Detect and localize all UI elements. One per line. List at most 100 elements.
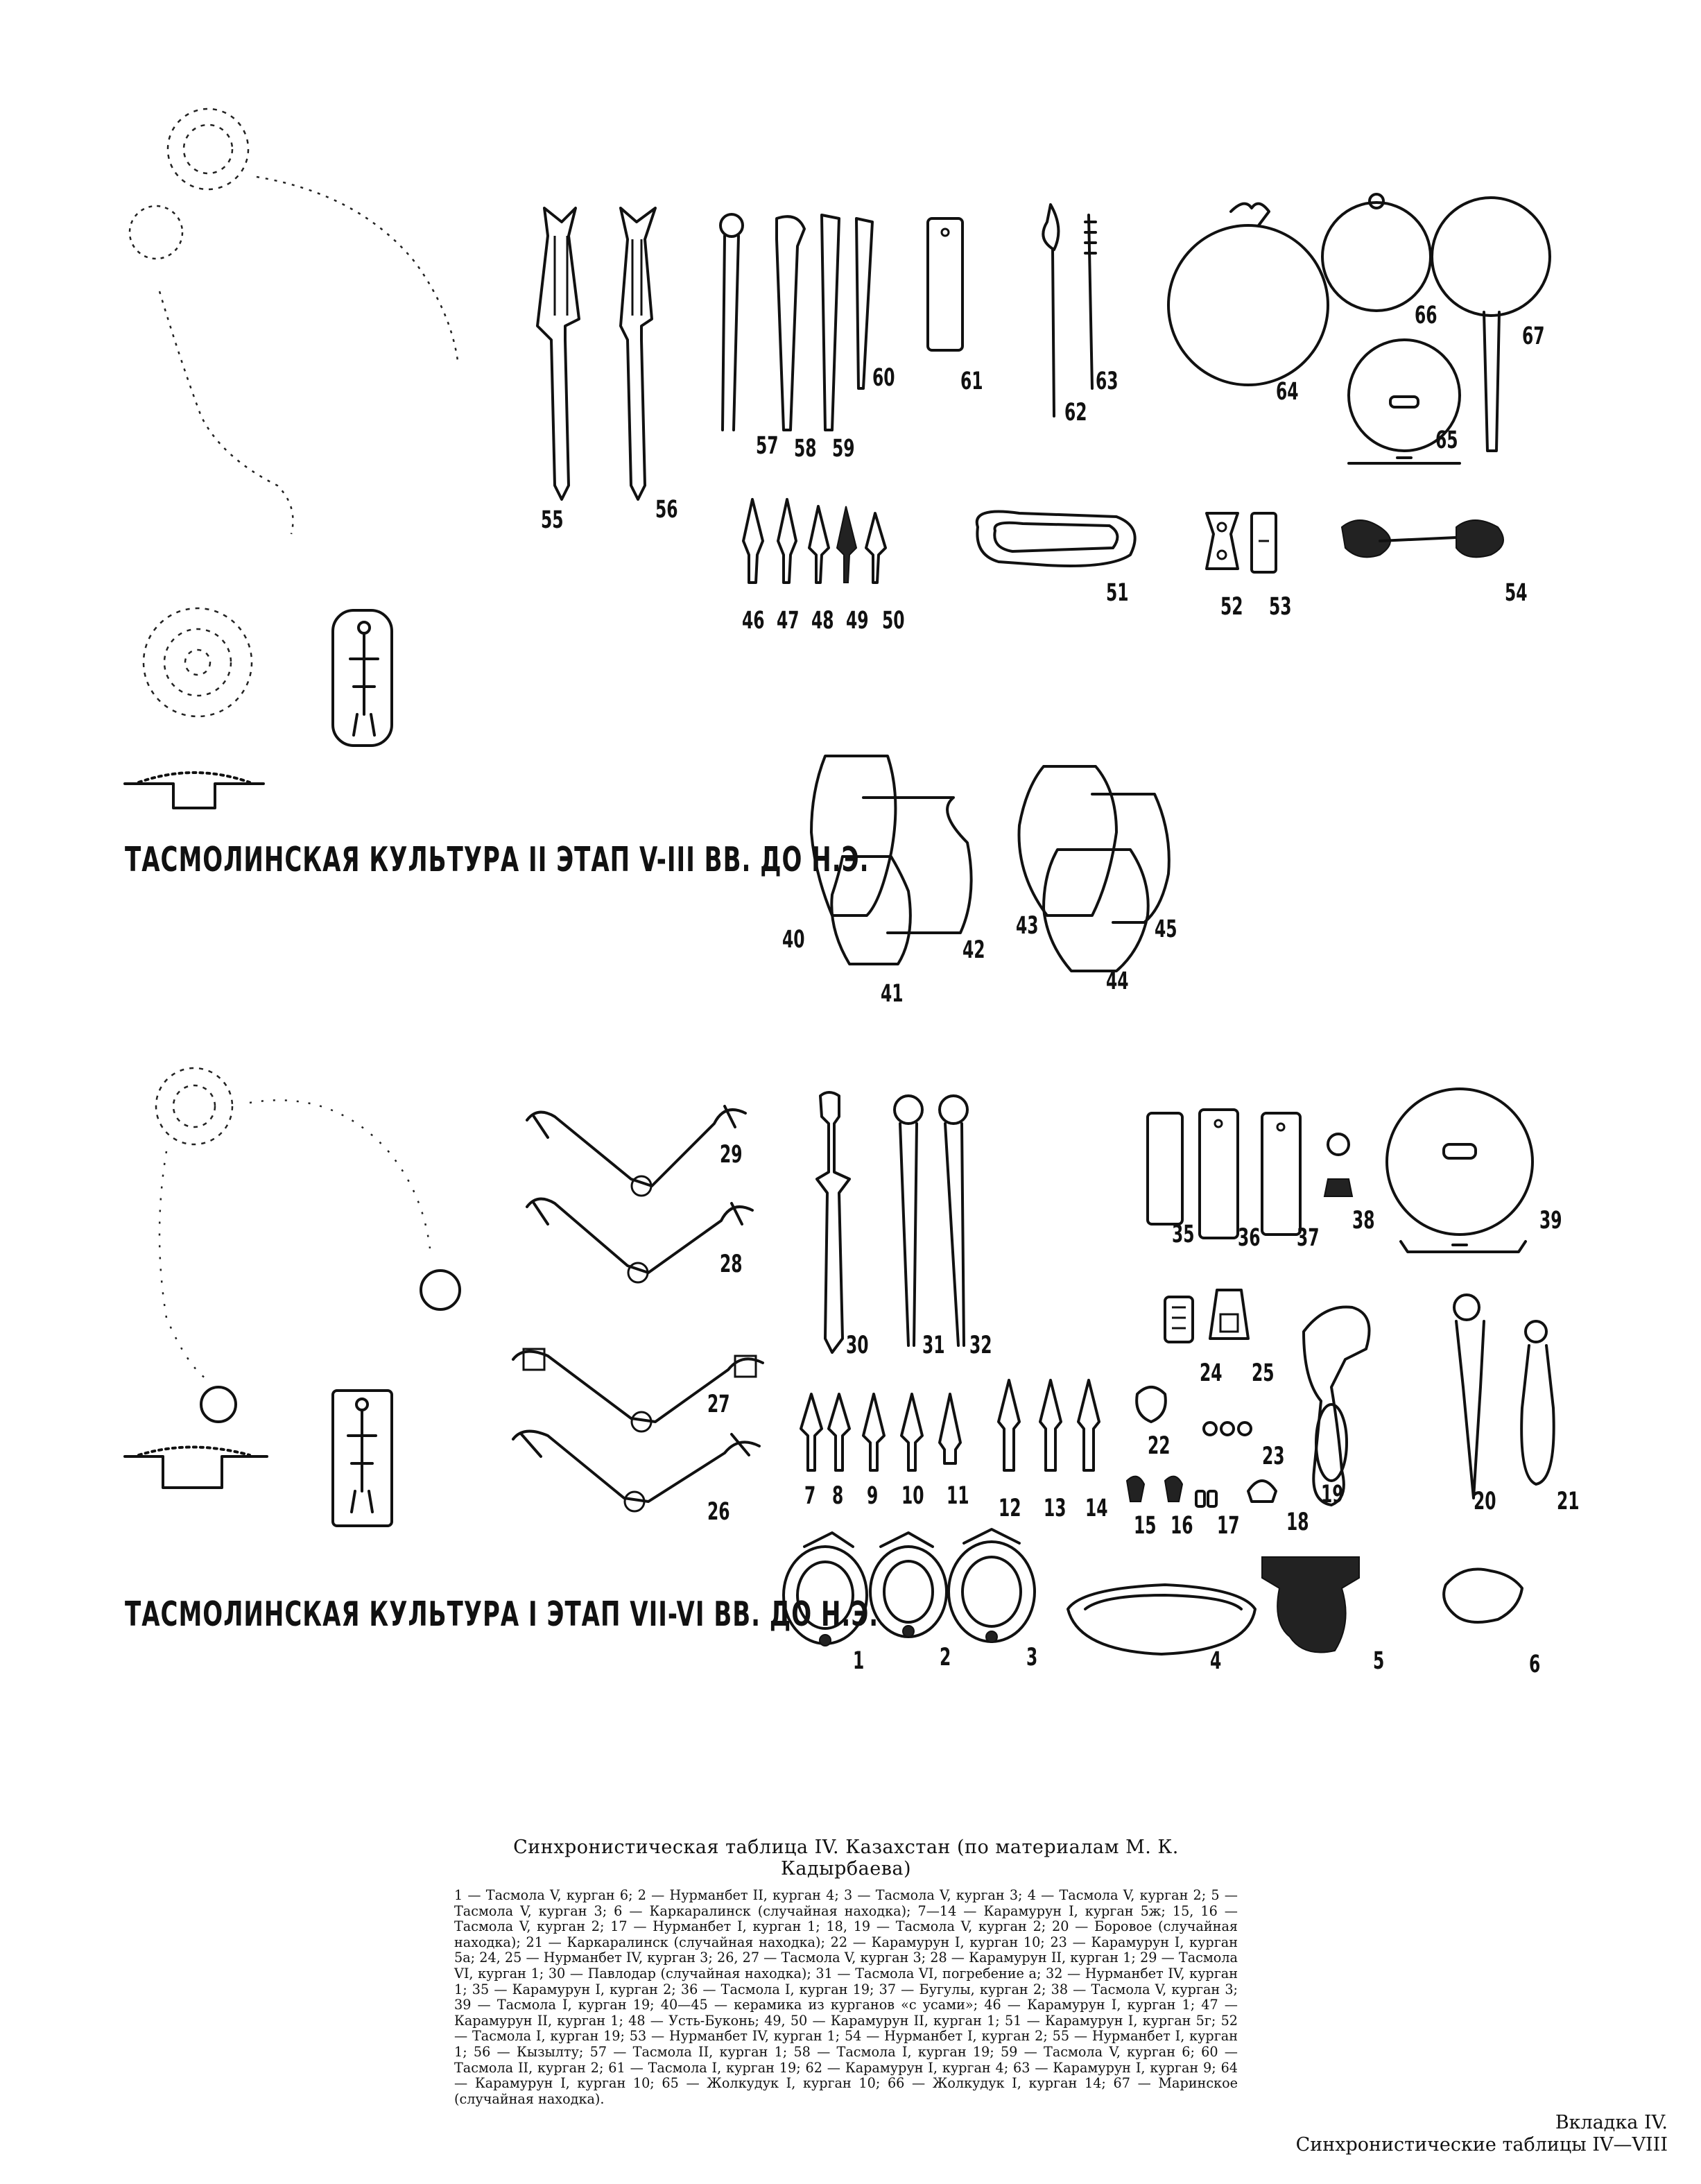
plaque-52: [1205, 512, 1239, 570]
horse-bit-29: [526, 1105, 747, 1197]
fig-number: 23: [1262, 1442, 1285, 1471]
plaque-37: [1261, 1112, 1302, 1236]
vessel-43: [1017, 765, 1118, 917]
knife-58: [775, 215, 806, 431]
fig-number: 8: [832, 1481, 844, 1511]
fig-number: 7: [804, 1481, 816, 1511]
dagger-30: [815, 1091, 851, 1354]
arrowheads-46-50: [742, 498, 887, 584]
fig-number: 63: [1096, 367, 1119, 396]
dish-4: [1067, 1583, 1257, 1656]
fig-number: 37: [1297, 1223, 1320, 1253]
fig-number: 41: [881, 979, 904, 1008]
kurgan-plan-stage2: [128, 108, 459, 535]
stage-1-label: ТАСМОЛИНСКАЯ КУЛЬТУРА I ЭТАП VII-VI ВВ. …: [125, 1594, 879, 1635]
fig-number: 18: [1286, 1508, 1309, 1537]
pin-21: [1520, 1320, 1555, 1486]
burial-pit-stage2: [331, 609, 393, 747]
fig-number: 17: [1217, 1511, 1240, 1540]
whetstone-61: [926, 217, 964, 352]
fig-number: 36: [1238, 1223, 1261, 1253]
fig-number: 30: [846, 1331, 869, 1360]
fig-number: 43: [1016, 911, 1039, 940]
horse-bit-28: [526, 1197, 754, 1284]
animal-plaque-5: [1261, 1556, 1360, 1653]
fig-number: 19: [1321, 1480, 1344, 1509]
fig-number: 26: [707, 1497, 730, 1527]
mirror-65: [1347, 338, 1461, 465]
fig-number: 50: [882, 606, 905, 635]
plaque-53: [1250, 512, 1277, 574]
vessel-45: [1091, 793, 1171, 924]
fig-number: 9: [867, 1481, 879, 1511]
grave-section-stage1: [123, 1445, 268, 1489]
knife-57: [719, 213, 744, 431]
plate-illustrations: ТАСМОЛИНСКАЯ КУЛЬТУРА II ЭТАП V-III ВВ. …: [123, 108, 1580, 1679]
vessel-40: [810, 755, 897, 917]
fittings-15-23: [1125, 1386, 1277, 1508]
fig-number: 53: [1269, 592, 1292, 621]
fig-number: 46: [742, 606, 765, 635]
fig-number: 10: [901, 1481, 924, 1511]
grave-section-stage2: [123, 771, 265, 809]
fig-number: 49: [846, 606, 869, 635]
plaque-24: [1164, 1296, 1194, 1343]
fig-number: 47: [777, 606, 800, 635]
fig-number: 22: [1148, 1431, 1171, 1461]
mirror-64: [1167, 202, 1329, 386]
fig-number: 48: [811, 606, 834, 635]
fig-number: 60: [872, 363, 895, 393]
fig-number: 28: [720, 1250, 743, 1279]
caption-body: 1 — Тасмола V, курган 6; 2 — Нурманбет I…: [454, 1887, 1238, 2107]
stage-2-label: ТАСМОЛИНСКАЯ КУЛЬТУРА II ЭТАП V-III ВВ. …: [125, 840, 870, 880]
ring-1: [782, 1531, 868, 1646]
pin-62: [1042, 203, 1060, 418]
caption-title: Синхронистическая таблица IV. Казахстан …: [513, 1837, 1179, 1880]
plate-drawing: [123, 108, 1555, 1656]
vessel-42: [862, 796, 973, 934]
arrowheads-7-14: [800, 1379, 1100, 1472]
fig-number: 54: [1505, 578, 1528, 608]
kurgan-plan-stage1: [155, 1067, 461, 1423]
fig-number: 1: [853, 1646, 865, 1676]
fig-number: 61: [960, 367, 983, 396]
ornament-38: [1323, 1133, 1354, 1197]
knife-60: [855, 217, 874, 390]
fig-number: 64: [1276, 377, 1299, 406]
fig-number: 14: [1085, 1494, 1108, 1523]
dagger-56: [619, 207, 657, 501]
mirror-67: [1431, 196, 1551, 452]
fig-number: 4: [1210, 1646, 1222, 1676]
fig-number: 6: [1529, 1650, 1541, 1679]
ring-3: [947, 1528, 1036, 1643]
fig-number: 11: [947, 1481, 969, 1511]
dagger-55: [536, 207, 580, 501]
fig-number: 52: [1220, 592, 1243, 621]
barrow-plan-stage2: [142, 607, 253, 718]
mirror-66: [1321, 193, 1432, 312]
pendant-25: [1209, 1289, 1250, 1340]
plate-caption: Синхронистическая таблица IV. Казахстан …: [454, 1837, 1238, 2107]
fig-number: 42: [962, 936, 985, 965]
fig-number: 2: [940, 1643, 951, 1672]
fig-number: 25: [1252, 1359, 1275, 1388]
knife-32: [938, 1094, 969, 1347]
horse-bit-26: [512, 1429, 761, 1513]
fig-number: 39: [1539, 1206, 1562, 1235]
vessel-44: [1042, 848, 1150, 972]
fig-number: 65: [1435, 426, 1458, 455]
fig-number: 32: [969, 1331, 992, 1360]
fig-number: 20: [1474, 1487, 1496, 1516]
fig-number: 13: [1044, 1494, 1067, 1523]
horse-figure-19: [1302, 1305, 1371, 1506]
fig-number: 59: [832, 434, 855, 463]
knife-31: [893, 1094, 924, 1347]
fig-number: 27: [707, 1390, 730, 1419]
fig-number: 15: [1134, 1511, 1157, 1540]
pin-20: [1453, 1293, 1485, 1499]
buckle-51: [975, 510, 1137, 567]
animal-figure-6: [1442, 1567, 1523, 1624]
fig-number: 24: [1200, 1359, 1223, 1388]
burial-pit-stage1: [331, 1389, 393, 1527]
fig-number: 40: [782, 925, 805, 954]
